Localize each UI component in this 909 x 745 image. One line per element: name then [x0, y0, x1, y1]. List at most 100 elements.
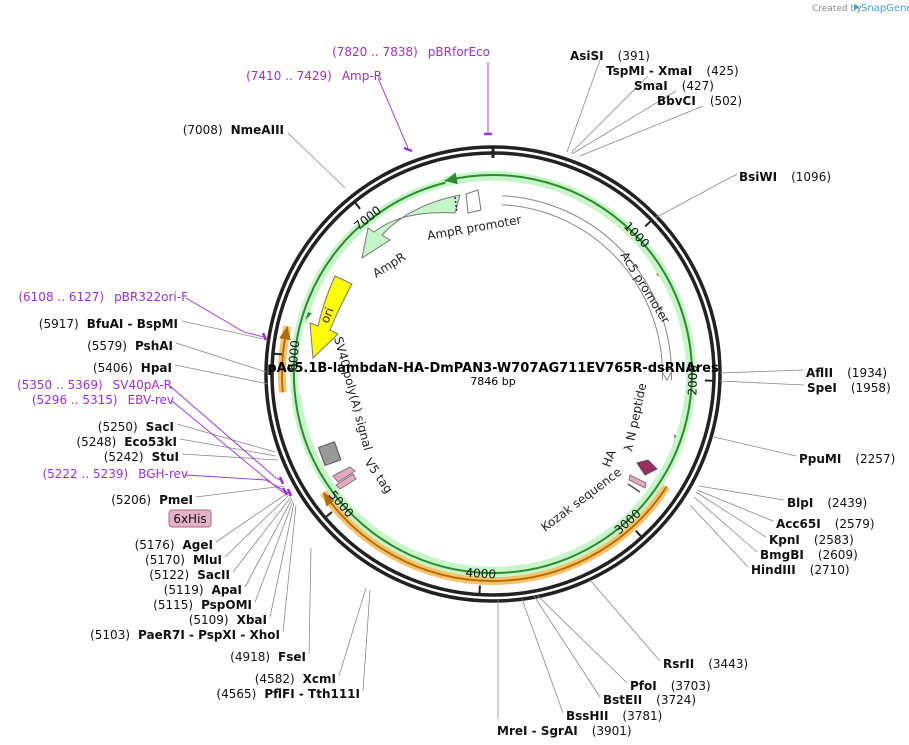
site-0[interactable]: AsiSI(391)	[570, 49, 650, 63]
site-name: XcmI	[303, 672, 336, 686]
his-tag-label: 6xHis	[173, 512, 206, 526]
site-name: SpeI	[807, 381, 837, 395]
site-20[interactable]: PshAI(5579)	[87, 339, 173, 353]
site-17[interactable]: MreI - SgrAI (3901)	[497, 724, 632, 738]
site-22[interactable]: SacI (5250)	[98, 420, 174, 434]
green-orf-top[interactable]	[289, 171, 696, 578]
site-33[interactable]: FseI(4918)	[230, 650, 306, 664]
site-pos: (2579)	[835, 517, 875, 531]
site-pos: (5250)	[98, 420, 138, 434]
orf-bottom-arc[interactable]	[320, 484, 670, 585]
primer-name: Amp-R	[342, 69, 382, 83]
ampr-arrow[interactable]	[361, 194, 461, 260]
ha-arrow[interactable]	[628, 474, 647, 489]
primer-3[interactable]: SV40pA-R(5350 .. 5369)	[17, 378, 285, 485]
site-pos: (5115)	[153, 598, 193, 612]
site-2[interactable]: SmaI(427)	[634, 79, 714, 93]
site-name: StuI	[152, 450, 179, 464]
ac5-promoter-arc[interactable]	[501, 195, 674, 382]
primer-name: pBR322ori-F	[114, 290, 188, 304]
tick-1000	[644, 219, 653, 228]
primer-1[interactable]: Amp-R(7410 .. 7429)	[246, 69, 413, 153]
site-32[interactable]: PaeR7I - PspXI - XhoI(5103)	[90, 628, 280, 642]
credit-brand[interactable]: SnapGene	[861, 3, 909, 14]
primer-name: BGH-rev	[138, 467, 188, 481]
site-29[interactable]: ApaI(5119)	[164, 583, 242, 597]
ampr-promoter-arrow[interactable]	[465, 189, 482, 214]
primer-4[interactable]: EBV-rev(5296 .. 5315)	[32, 393, 289, 496]
site-24[interactable]: StuI(5242)	[104, 450, 179, 464]
primer-5[interactable]: BGH-rev(5222 .. 5239)	[42, 467, 293, 497]
site-19[interactable]: BfuAI - BspMI(5917)	[39, 317, 178, 331]
site-30[interactable]: PspOMI(5115)	[153, 598, 252, 612]
v5-tag-arrow[interactable]	[332, 466, 356, 483]
primer-2[interactable]: pBR322ori-F(6108 .. 6127)	[18, 290, 268, 341]
site-name: MreI - SgrAI	[497, 724, 578, 738]
site-name: PmeI	[159, 493, 193, 507]
site-28[interactable]: SacII(5122)	[149, 568, 230, 582]
site-pos: (1934)	[847, 366, 887, 380]
tick-7000	[353, 201, 361, 210]
site-7[interactable]: PpuMI(2257)	[799, 452, 895, 466]
site-21[interactable]: HpaI(5406)	[93, 361, 172, 375]
site-26[interactable]: AgeI (5176)	[135, 538, 213, 552]
sv40-polya-box[interactable]	[317, 441, 342, 467]
site-9[interactable]: Acc65I(2579)	[776, 517, 875, 531]
site-pos: (4582)	[255, 672, 295, 686]
snapgene-logo-icon	[854, 4, 860, 10]
site-25[interactable]: PmeI(5206)	[111, 493, 193, 507]
lambda-n-arrow[interactable]	[636, 459, 658, 476]
site-8[interactable]: BlpI(2439)	[787, 496, 867, 510]
site-6[interactable]: SpeI (1958)	[807, 381, 891, 395]
site-name: AgeI	[183, 538, 213, 552]
site-name: MluI	[193, 553, 222, 567]
site-35[interactable]: PflFI - Tth111I(4565)	[216, 687, 360, 701]
site-name: XbaI	[237, 613, 267, 627]
site-pos: (5176)	[135, 538, 175, 552]
tick-3000	[635, 530, 643, 539]
site-1[interactable]: TspMI - XmaI(425)	[606, 64, 739, 78]
v5-tag-arrow-2[interactable]	[335, 473, 357, 490]
site-3[interactable]: BbvCI(502)	[657, 94, 742, 108]
site-4[interactable]: BsiWI (1096)	[739, 170, 831, 184]
tick-label-4000: 4000	[465, 566, 496, 582]
site-16[interactable]: BssHII(3781)	[566, 709, 662, 723]
site-pos: (5119)	[164, 583, 204, 597]
site-pos: (1096)	[791, 170, 831, 184]
site-10[interactable]: KpnI(2583)	[769, 533, 854, 547]
site-13[interactable]: RsrII(3443)	[663, 657, 748, 671]
primer-0[interactable]: pBRforEco (7820 .. 7838)	[332, 45, 492, 136]
primer-name: pBRforEco	[428, 45, 490, 59]
site-34[interactable]: XcmI (4582)	[255, 672, 336, 686]
site-name: SmaI	[634, 79, 668, 93]
site-name: KpnI	[769, 533, 800, 547]
his-tag-box[interactable]	[168, 509, 212, 528]
site-name: PflFI - Tth111I	[264, 687, 360, 701]
site-name: AflII	[806, 366, 833, 380]
site-11[interactable]: BmgBI(2609)	[760, 548, 858, 562]
site-name: SacI	[146, 420, 174, 434]
site-27[interactable]: MluI(5170)	[145, 553, 222, 567]
site-pos: (5109)	[189, 613, 229, 627]
site-23[interactable]: Eco53kI(5248)	[76, 435, 177, 449]
site-14[interactable]: PfoI(3703)	[630, 679, 711, 693]
site-pos: (1958)	[851, 381, 891, 395]
primer-range: (7820 .. 7838)	[332, 45, 418, 59]
site-12[interactable]: HindIII(2710)	[751, 563, 850, 577]
site-pos: (3901)	[592, 724, 632, 738]
site-name: HpaI	[141, 361, 172, 375]
ori-arrow[interactable]	[309, 275, 353, 360]
ac5-orf-arc[interactable]	[577, 193, 671, 284]
primer-name: SV40pA-R	[113, 378, 172, 392]
orf-left-arc[interactable]	[278, 325, 292, 393]
site-name: BsiWI	[739, 170, 777, 184]
site-15[interactable]: BstEII(3724)	[603, 693, 696, 707]
site-5[interactable]: AflII (1934)	[806, 366, 887, 380]
plasmid-length: 7846 bp	[470, 375, 515, 388]
site-31[interactable]: XbaI (5109)	[189, 613, 267, 627]
credit-prefix: Created by	[812, 4, 862, 14]
site-name: FseI	[278, 650, 306, 664]
site-18[interactable]: NmeAIII(7008)	[183, 123, 284, 137]
